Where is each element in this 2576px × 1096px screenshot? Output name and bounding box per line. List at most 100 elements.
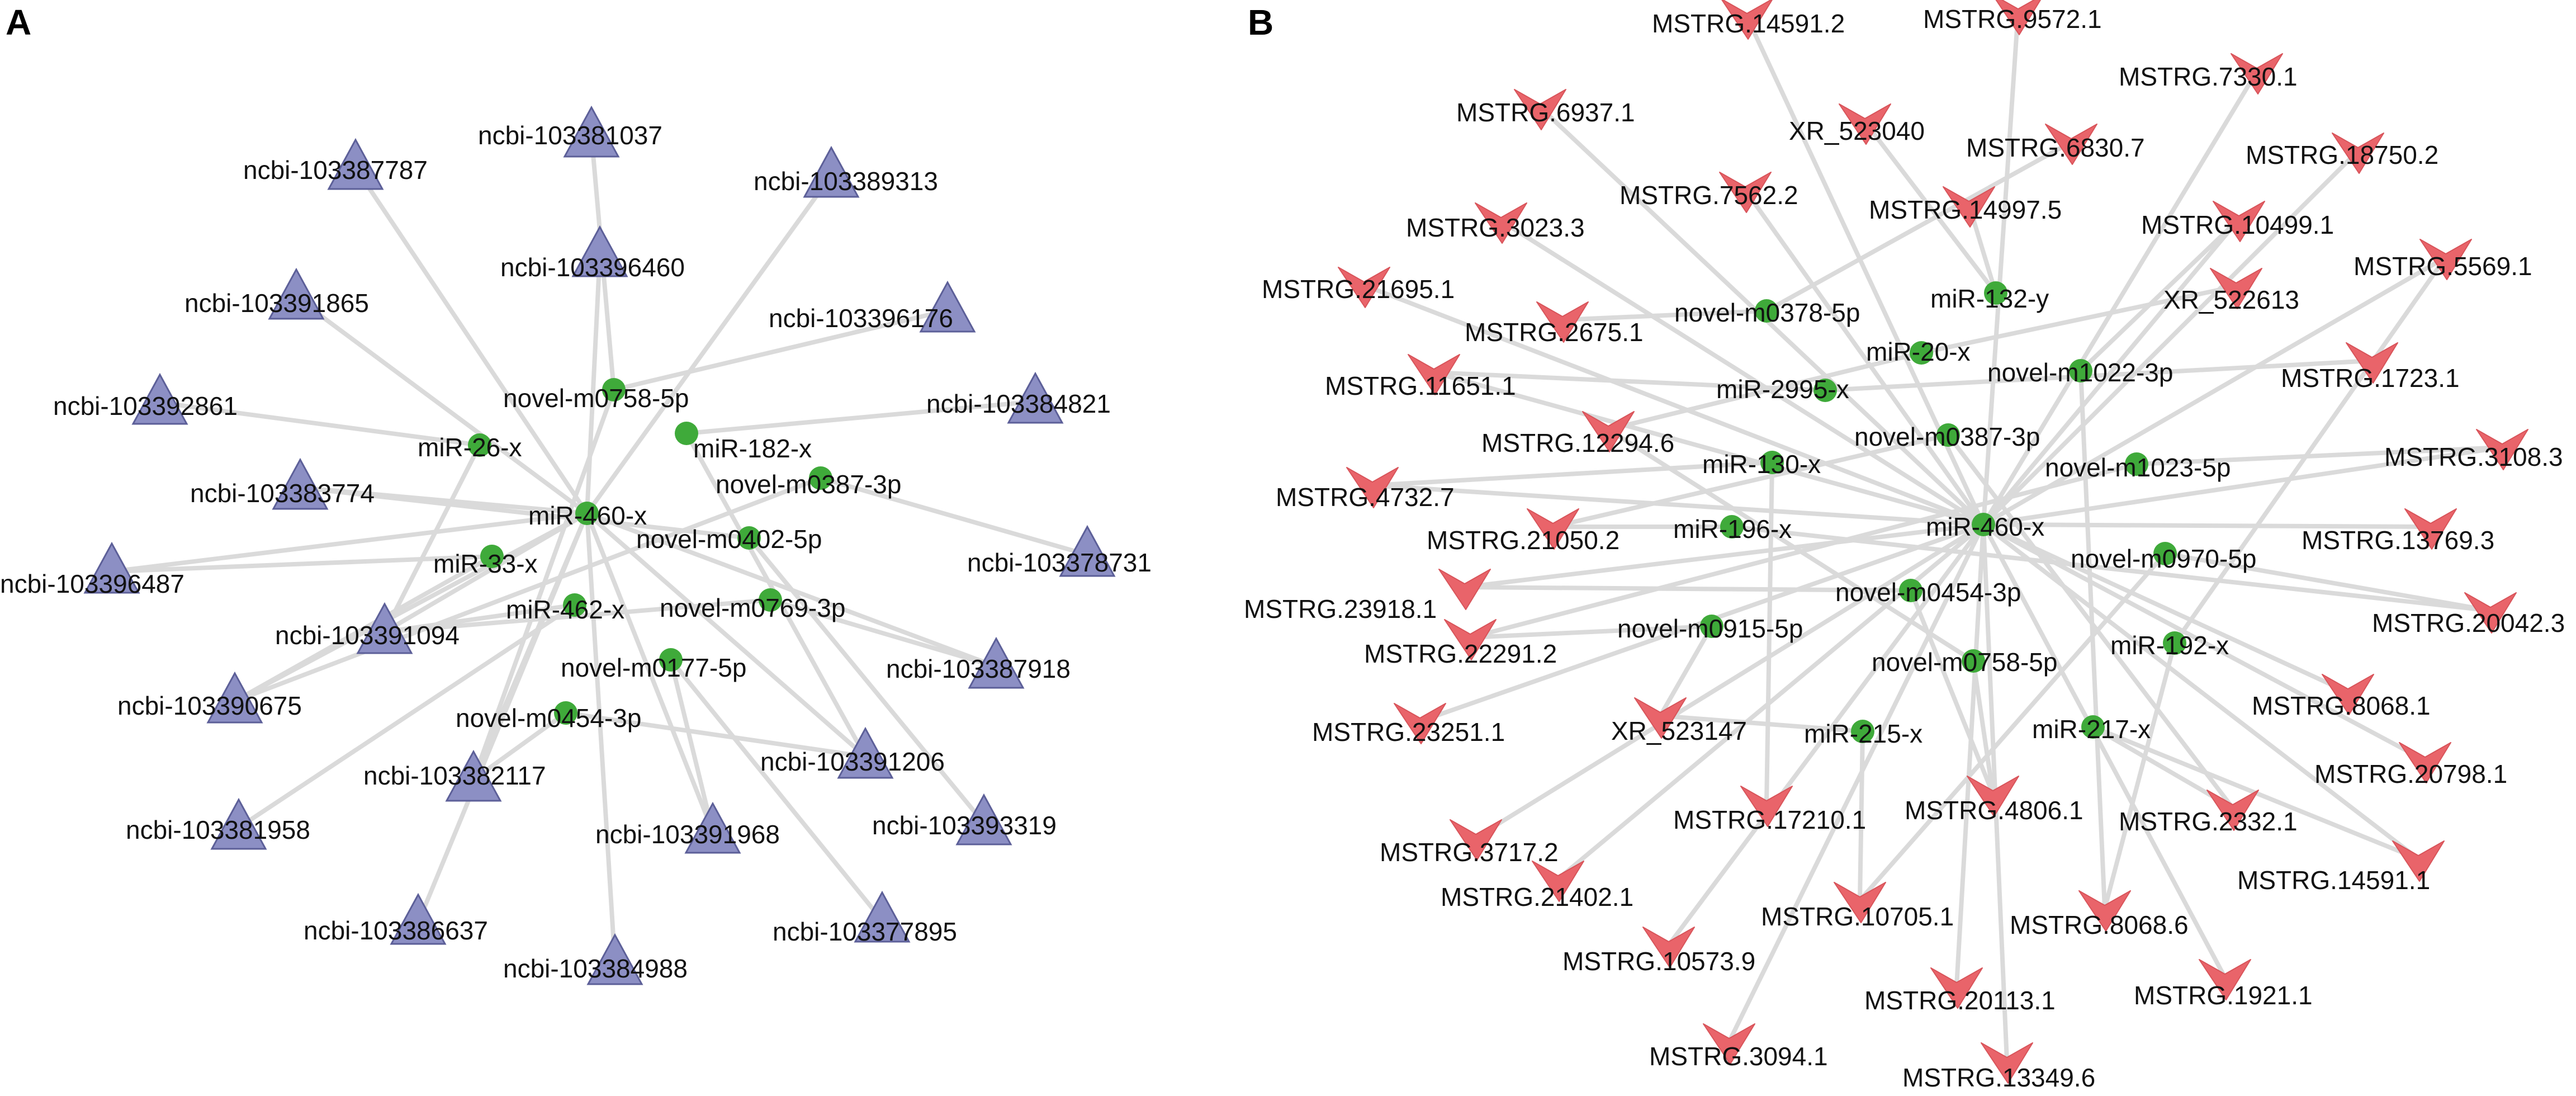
- panel-a-target-node-ncbi-103391094: ncbi-103391094: [275, 602, 460, 654]
- panel-a-edge-novel-m0177-5p-ncbi-103391968: [669, 658, 715, 834]
- panel-b-target-node-mstrg-3108-3: MSTRG.3108.3: [2384, 429, 2563, 471]
- panel-a-edge-novel-m0387-3p-ncbi-103378731: [818, 476, 1090, 557]
- panel-b-target-label: MSTRG.3023.3: [1406, 213, 1585, 242]
- panel-a-target-node-ncbi-103396487: ncbi-103396487: [0, 541, 184, 598]
- panel-b-mirna-node-novel-m0758-5p: novel-m0758-5p: [1872, 648, 2057, 677]
- panel-a-mirna-label: miR-462-x: [506, 595, 624, 624]
- panel-b-target-node-xr-523040: XR_523040: [1789, 103, 1925, 145]
- panel-b-target-label: MSTRG.23251.1: [1312, 717, 1505, 747]
- panel-b-target-node-mstrg-14997-5: MSTRG.14997.5: [1869, 186, 2062, 228]
- chevron-down-icon: [1642, 927, 1695, 968]
- triangle-icon: [83, 541, 140, 594]
- panel-b-target-label: XR_522613: [2163, 285, 2299, 314]
- circle-icon: [1972, 513, 1995, 536]
- panel-a-edge-mir-460-x-ncbi-103386637: [416, 511, 589, 925]
- panel-a-target-node-ncbi-103393319: ncbi-103393319: [872, 793, 1057, 845]
- panel-a-target-node-ncbi-103396176: ncbi-103396176: [769, 280, 976, 333]
- circle-icon: [1720, 515, 1744, 538]
- panel-b-target-node-mstrg-12294-6: MSTRG.12294.6: [1481, 411, 1674, 457]
- triangle-icon: [210, 797, 267, 850]
- panel-a-edge-novel-m0402-5p-ncbi-103383774: [298, 485, 751, 540]
- panel-a-target-node-ncbi-103387918: ncbi-103387918: [886, 636, 1071, 689]
- panel-b-target-label: MSTRG.6937.1: [1456, 98, 1635, 127]
- panel-b-mirna-label: miR-215-x: [1804, 719, 1922, 748]
- panel-b-mirna-node-novel-m1023-5p: novel-m1023-5p: [2045, 452, 2231, 482]
- panel-a-target-label: ncbi-103378731: [967, 548, 1152, 577]
- panel-a-target-label: ncbi-103386637: [304, 916, 488, 945]
- triangle-icon: [968, 636, 1025, 689]
- panel-a-target-label: ncbi-103392861: [53, 391, 238, 421]
- chevron-down-icon: [2206, 790, 2259, 831]
- panel-a-mirna-node-novel-m0758-5p: novel-m0758-5p: [503, 378, 689, 413]
- panel-b-mirna-label: novel-m0454-3p: [1835, 578, 2021, 607]
- circle-icon: [563, 593, 586, 617]
- circle-icon: [2125, 452, 2148, 476]
- panel-b-target-node-mstrg-13769-3: MSTRG.13769.3: [2302, 508, 2494, 555]
- panel-b-mirna-node-mir-215-x: miR-215-x: [1804, 719, 1922, 748]
- panel-b-target-label: MSTRG.3094.1: [1649, 1042, 1828, 1071]
- panel-b-mirna-node-novel-m0454-3p: novel-m0454-3p: [1835, 578, 2021, 607]
- panel-a-target-node-ncbi-103383774: ncbi-103383774: [190, 457, 375, 510]
- panel-b-target-label: MSTRG.3717.2: [1380, 838, 1559, 867]
- chevron-down-icon: [1536, 301, 1589, 343]
- triangle-icon: [571, 225, 628, 277]
- panel-a-edge-mir-460-x-ncbi-103387787: [353, 166, 589, 516]
- panel-b-edge-mir-460-x-mstrg-7330-1: [1981, 69, 2259, 527]
- panel-a-mirna-node-mir-460-x: miR-460-x: [528, 501, 647, 530]
- panel-b-edge-novel-m0915-5p-mstrg-22291-2: [1468, 624, 1714, 640]
- panel-a-edge-mir-182-x-ncbi-103384821: [684, 399, 1038, 436]
- panel-b-target-node-mstrg-3094-1: MSTRG.3094.1: [1649, 1023, 1828, 1071]
- panel-b-target-node-mstrg-20798-1: MSTRG.20798.1: [2314, 742, 2507, 788]
- panel-b-target-label: MSTRG.14997.5: [1869, 195, 2062, 224]
- panel-b-edge-novel-m0387-3p-mstrg-2332-1: [1946, 433, 2235, 810]
- panel-b-target-label: MSTRG.6830.7: [1966, 133, 2145, 162]
- panel-b-target-node-mstrg-8068-6: MSTRG.8068.6: [2010, 890, 2189, 939]
- panel-b-edge-mir-460-x-mstrg-1921-1: [1981, 522, 2227, 980]
- panel-a-edge-mir-462-x-ncbi-103381958: [236, 603, 577, 830]
- panel-b-mirna-label: novel-m0387-3p: [1854, 422, 2040, 451]
- panel-a-mirna-node-mir-462-x: miR-462-x: [506, 593, 624, 624]
- circle-icon: [554, 701, 577, 725]
- panel-b-target-node-mstrg-3023-3: MSTRG.3023.3: [1406, 202, 1585, 244]
- circle-icon: [1813, 379, 1837, 402]
- panel-b-edge-novel-m1023-5p-mstrg-3108-3: [2134, 445, 2504, 466]
- panel-b-edge-mir-460-x-mstrg-3094-1: [1727, 522, 1986, 1044]
- chevron-down-icon: [2231, 53, 2283, 95]
- circle-icon: [1700, 615, 1723, 638]
- panel-b-target-label: MSTRG.1723.1: [2281, 363, 2460, 393]
- panel-b-target-label: MSTRG.21695.1: [1262, 275, 1455, 304]
- panel-b-edge-mir-460-x-mstrg-3108-3: [1981, 445, 2504, 527]
- panel-b-target-node-mstrg-14591-2: MSTRG.14591.2: [1652, 0, 1845, 40]
- chevron-down-icon: [1450, 819, 1502, 861]
- panel-a-target-node-ncbi-103389313: ncbi-103389313: [754, 145, 938, 198]
- triangle-icon: [684, 801, 741, 854]
- panel-b-mirna-label: miR-130-x: [1702, 450, 1821, 479]
- panel-b-target-label: MSTRG.22291.2: [1364, 639, 1557, 668]
- panel-a-target-node-ncbi-103396460: ncbi-103396460: [500, 225, 685, 282]
- panel-b-target-label: MSTRG.20798.1: [2314, 759, 2507, 788]
- panel-b-target-label: MSTRG.12294.6: [1481, 428, 1674, 457]
- circle-icon: [575, 502, 599, 525]
- panel-b-target-node-mstrg-9572-1: MSTRG.9572.1: [1923, 0, 2102, 35]
- panel-b-target-label: MSTRG.7330.1: [2119, 62, 2298, 91]
- chevron-down-icon: [1719, 172, 1772, 213]
- panel-b-target-node-mstrg-13349-6: MSTRG.13349.6: [1902, 1042, 2095, 1092]
- panel-b-edge-mir-460-x-mstrg-14591-1: [1981, 522, 2421, 861]
- panel-a-edge-mir-33-x-ncbi-103396487: [110, 554, 494, 574]
- panel-b-edge-mir-460-x-mstrg-5569-1: [1981, 255, 2448, 527]
- panel-a-mirna-node-mir-33-x: miR-33-x: [433, 545, 538, 578]
- panel-b-target-label: MSTRG.10705.1: [1761, 902, 1954, 931]
- panel-b-mirna-label: miR-460-x: [1926, 512, 2044, 541]
- panel-b-target-node-mstrg-3717-2: MSTRG.3717.2: [1380, 819, 1559, 867]
- chevron-down-icon: [2078, 890, 2131, 932]
- panel-b-target-label: MSTRG.14591.1: [2237, 866, 2430, 895]
- circle-icon: [1760, 451, 1784, 474]
- circle-icon: [1984, 281, 2007, 305]
- panel-a-edge-mir-460-x-ncbi-103391865: [294, 295, 589, 516]
- panel-b-mirna-label: novel-m1023-5p: [2045, 453, 2231, 482]
- circle-icon: [2069, 359, 2092, 382]
- panel-a-target-label: ncbi-103391865: [184, 289, 369, 318]
- chevron-down-icon: [1721, 0, 1773, 40]
- circle-icon: [675, 422, 698, 445]
- panel-b-target-node-mstrg-21402-1: MSTRG.21402.1: [1441, 861, 1633, 911]
